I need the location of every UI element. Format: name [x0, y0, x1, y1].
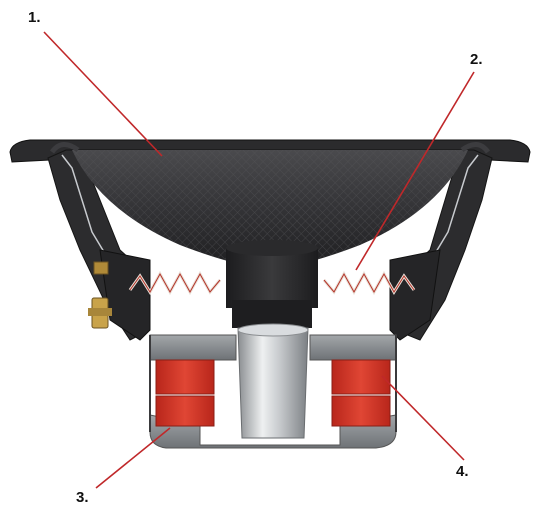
- leader-line-2: [355, 71, 475, 271]
- leader-line-4: [381, 375, 465, 461]
- callout-3: 3.: [76, 489, 89, 506]
- leader-line-1: [43, 31, 163, 157]
- leader-line-3: [95, 427, 171, 489]
- callout-4: 4.: [456, 463, 469, 480]
- leader-lines: [43, 31, 475, 489]
- magnet-stack: [155, 359, 391, 427]
- callout-1: 1.: [28, 9, 41, 26]
- callout-2: 2.: [470, 51, 483, 68]
- motor-assembly: [149, 323, 397, 449]
- speaker-cone: [49, 142, 491, 268]
- terminal-post: [88, 261, 112, 329]
- spider-suspension: [128, 270, 416, 296]
- voice-coil-former: [226, 240, 318, 328]
